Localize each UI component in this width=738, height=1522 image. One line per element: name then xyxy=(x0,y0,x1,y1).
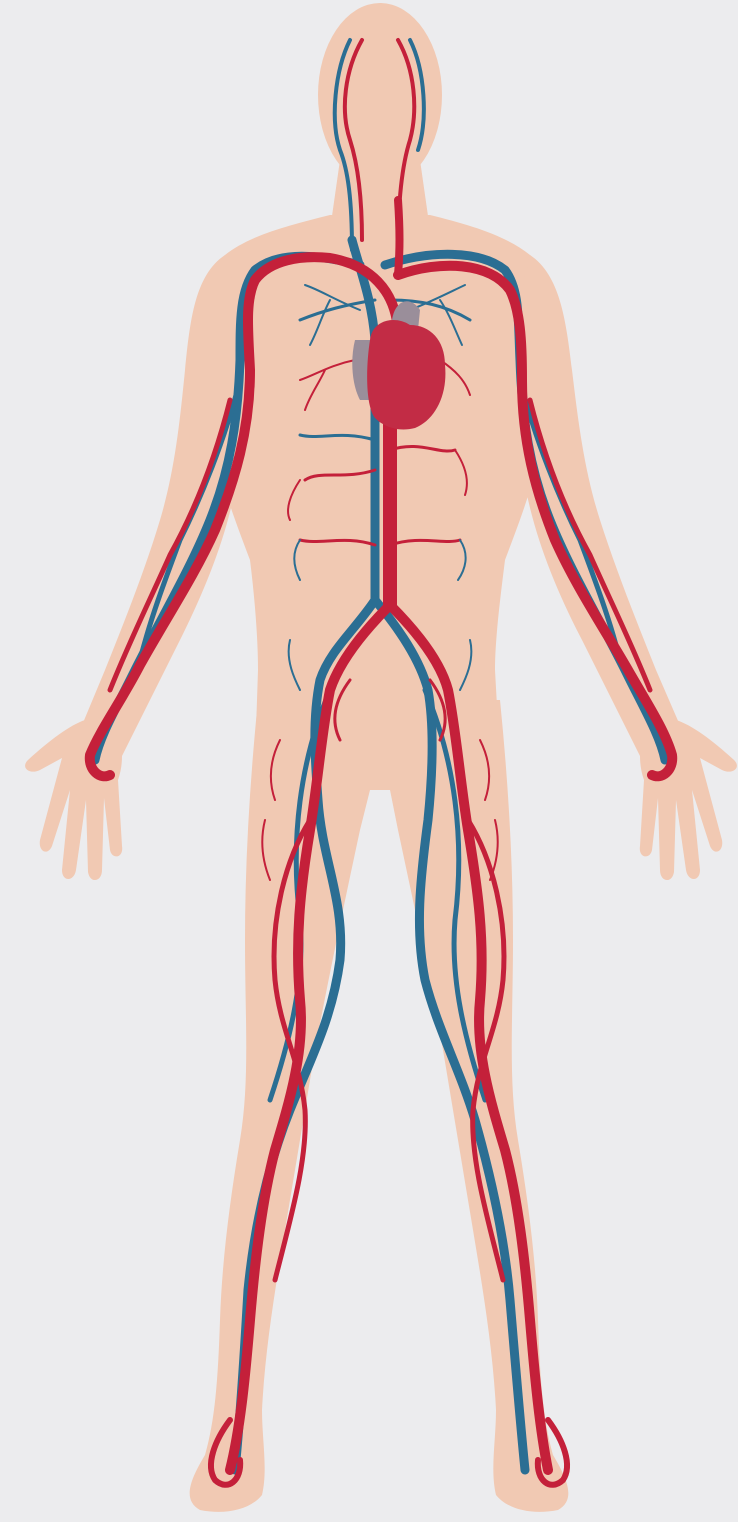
artery-carotid-right xyxy=(398,200,400,275)
